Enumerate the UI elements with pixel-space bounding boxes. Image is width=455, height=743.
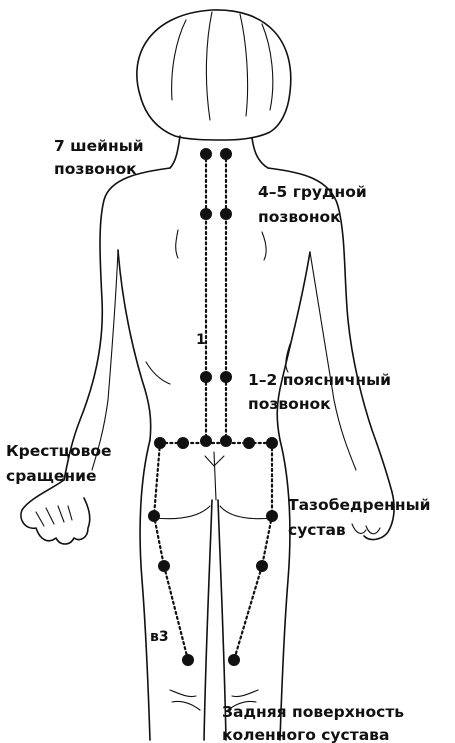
left-leg-inner: [204, 500, 212, 740]
hair-strands: [172, 12, 273, 120]
label-cervical-line1: 7 шейный: [54, 137, 144, 155]
point-thigh-left: [158, 560, 170, 572]
label-marker-1: 1: [196, 332, 206, 348]
leg-line-left: [154, 443, 188, 660]
right-inner-arm: [310, 252, 356, 470]
right-fingers: [352, 524, 380, 534]
leg-line-right: [234, 443, 272, 660]
label-hip-line2: сустав: [288, 521, 346, 539]
left-knee-crease: [170, 690, 200, 710]
label-lumbar-line2: позвонок: [248, 395, 331, 413]
left-fingers: [36, 506, 72, 526]
point-sacral-4: [220, 435, 232, 447]
left-leg-outer: [140, 440, 150, 740]
point-knee-left: [182, 654, 194, 666]
right-leg-outer: [280, 440, 290, 740]
labels: 7 шейный позвонок 4–5 грудной позвонок 1…: [6, 137, 430, 743]
label-knee-line1: Задняя поверхность: [222, 703, 404, 721]
point-hip-left: [148, 510, 160, 522]
label-knee-line2: коленного сустава: [222, 726, 389, 743]
point-sacral-5: [243, 437, 255, 449]
point-l1-left: [200, 371, 212, 383]
neck-right: [252, 138, 268, 168]
left-scapula: [176, 230, 178, 258]
point-sacral-1: [154, 437, 166, 449]
label-thoracic-line1: 4–5 грудной: [258, 183, 367, 201]
point-t4-left: [200, 208, 212, 220]
point-hip-right: [266, 510, 278, 522]
label-marker-v3: в3: [150, 629, 169, 645]
right-gluteal-fold: [220, 506, 274, 519]
label-lumbar-line1: 1–2 поясничный: [248, 371, 391, 389]
label-thoracic-line2: позвонок: [258, 208, 341, 226]
point-sacral-3: [200, 435, 212, 447]
left-shoulder-arm: [64, 168, 170, 480]
left-inner-arm: [92, 250, 118, 470]
left-torso: [118, 250, 151, 440]
point-c7-left: [200, 148, 212, 160]
label-hip-line1: Тазобедренный: [288, 496, 430, 514]
label-sacral-line1: Крестцовое: [6, 442, 112, 460]
label-cervical-line2: позвонок: [54, 160, 137, 178]
point-t4-right: [220, 208, 232, 220]
left-hand: [21, 480, 90, 544]
point-sacral-6: [266, 437, 278, 449]
point-sacral-2: [177, 437, 189, 449]
sacral-cleft: [214, 452, 216, 500]
label-sacral-line2: сращение: [6, 467, 96, 485]
left-elbow-mark: [146, 362, 170, 384]
point-c7-right: [220, 148, 232, 160]
head-hair: [137, 10, 291, 140]
point-l1-right: [220, 371, 232, 383]
point-thigh-right: [256, 560, 268, 572]
right-scapula: [262, 232, 266, 260]
point-knee-right: [228, 654, 240, 666]
left-gluteal-fold: [154, 506, 210, 519]
neck-left: [170, 136, 180, 168]
